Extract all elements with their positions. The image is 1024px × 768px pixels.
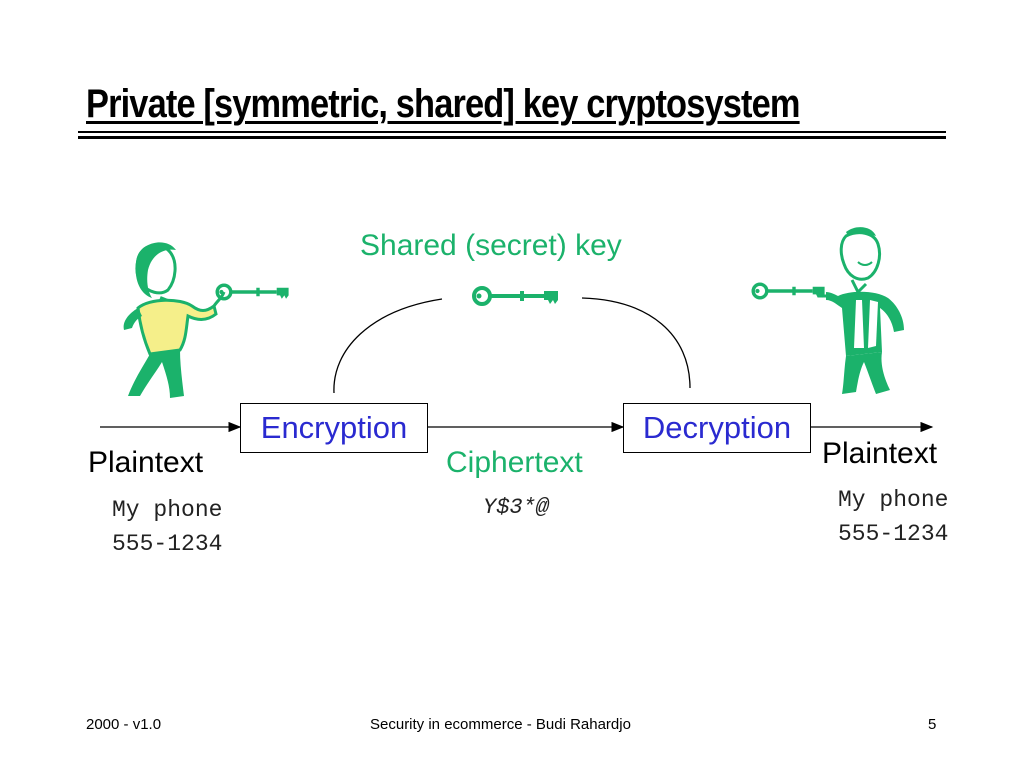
plaintext-input-line-1: My phone	[112, 497, 223, 523]
plaintext-output-label: Plaintext	[822, 437, 938, 470]
plaintext-output-line-2: 555-1234	[838, 521, 949, 547]
footer-version: 2000 - v1.0	[86, 716, 162, 733]
plaintext-output-line-1: My phone	[838, 487, 949, 513]
plaintext-output-message: My phone 555-1234	[838, 483, 948, 551]
shared-key-icon	[472, 286, 560, 306]
slide-title: Private [symmetric, shared] key cryptosy…	[86, 82, 800, 126]
ciphertext-label: Ciphertext	[446, 446, 583, 479]
plaintext-input-message: My phone 555-1234	[112, 493, 222, 561]
plaintext-input-label: Plaintext	[88, 446, 204, 479]
decryption-label: Decryption	[642, 410, 792, 445]
footer-title: Security in ecommerce - Budi Rahardjo	[370, 716, 631, 733]
decryption-box: Decryption	[623, 403, 811, 453]
title-underline	[78, 131, 946, 133]
ciphertext-value: Y$3*@	[483, 495, 550, 520]
sender-figure-icon	[123, 242, 226, 398]
title-underline-double	[78, 136, 946, 139]
key-arc-left	[333, 298, 443, 394]
footer-page-number: 5	[928, 716, 937, 733]
encryption-box: Encryption	[240, 403, 428, 453]
encryption-label: Encryption	[260, 410, 408, 445]
receiver-figure-icon	[818, 227, 904, 394]
shared-key-label: Shared (secret) key	[360, 229, 622, 262]
plaintext-input-line-2: 555-1234	[112, 531, 223, 557]
sender-key-icon	[215, 283, 291, 301]
key-arc-right	[581, 297, 691, 389]
receiver-key-icon	[751, 282, 827, 300]
